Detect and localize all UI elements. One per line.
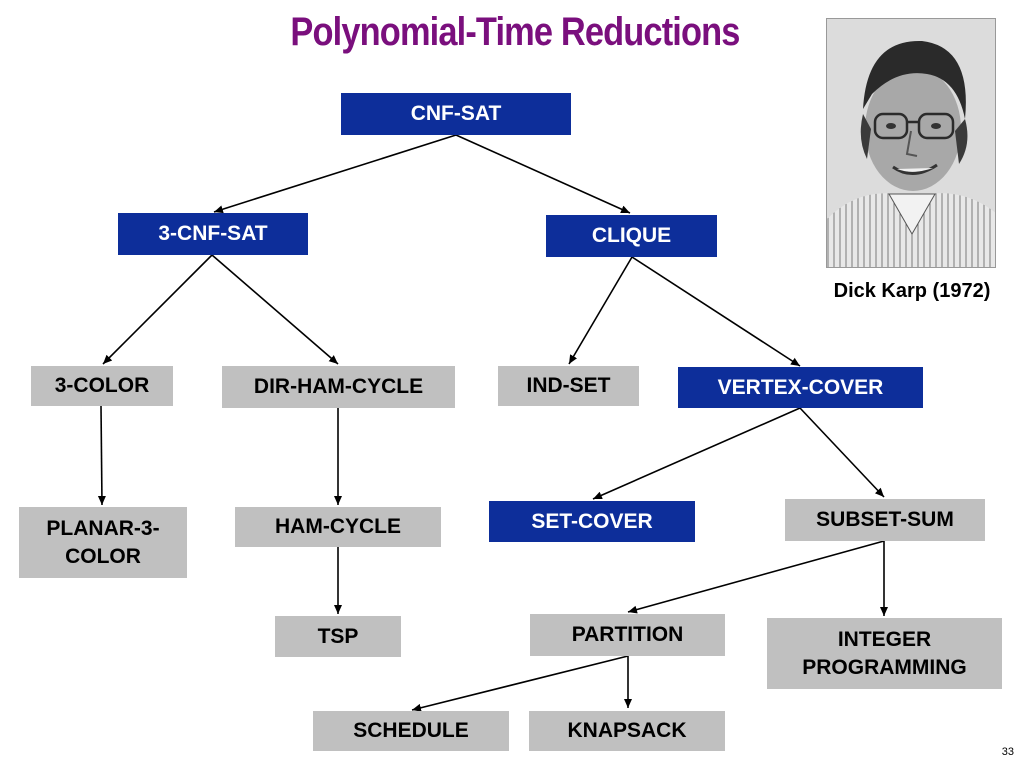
edge-3color-planar (97, 405, 106, 506)
node-tsp: TSP (275, 616, 401, 657)
portrait-illustration (827, 19, 995, 267)
page-number: 33 (1001, 746, 1014, 758)
node-3-color: 3-COLOR (31, 366, 173, 406)
edge-cnfsat-3cnfsat (213, 134, 457, 214)
node-planar-3-color: PLANAR-3- COLOR (19, 507, 187, 578)
node-ham-cycle: HAM-CYCLE (235, 507, 441, 547)
edge-subsetsum-partition (627, 540, 885, 614)
edge-clique-indset (568, 256, 633, 365)
edge-vertexcover-subsetsum (799, 407, 885, 498)
edge-vertexcover-setcover (592, 407, 801, 500)
node-dir-ham-cycle: DIR-HAM-CYCLE (222, 366, 455, 408)
node-knapsack: KNAPSACK (529, 711, 725, 751)
node-clique: CLIQUE (546, 215, 717, 257)
slide-title: Polynomial-Time Reductions (290, 10, 740, 54)
edge-3cnfsat-dirham (211, 254, 339, 365)
portrait-photo (826, 18, 996, 268)
node-partition: PARTITION (530, 614, 725, 656)
node-3-cnf-sat: 3-CNF-SAT (118, 213, 308, 255)
photo-caption: Dick Karp (1972) (833, 280, 991, 302)
node-cnf-sat: CNF-SAT (341, 93, 571, 135)
edge-cnfsat-clique (455, 134, 631, 214)
node-vertex-cover: VERTEX-COVER (678, 367, 923, 408)
node-schedule: SCHEDULE (313, 711, 509, 751)
node-subset-sum: SUBSET-SUM (785, 499, 985, 541)
edge-clique-vertexcover (631, 256, 801, 367)
node-set-cover: SET-COVER (489, 501, 695, 542)
edge-3cnfsat-3color (102, 254, 213, 365)
node-integer-programming: INTEGER PROGRAMMING (767, 618, 1002, 689)
node-ind-set: IND-SET (498, 366, 639, 406)
edge-partition-schedule (411, 655, 629, 712)
